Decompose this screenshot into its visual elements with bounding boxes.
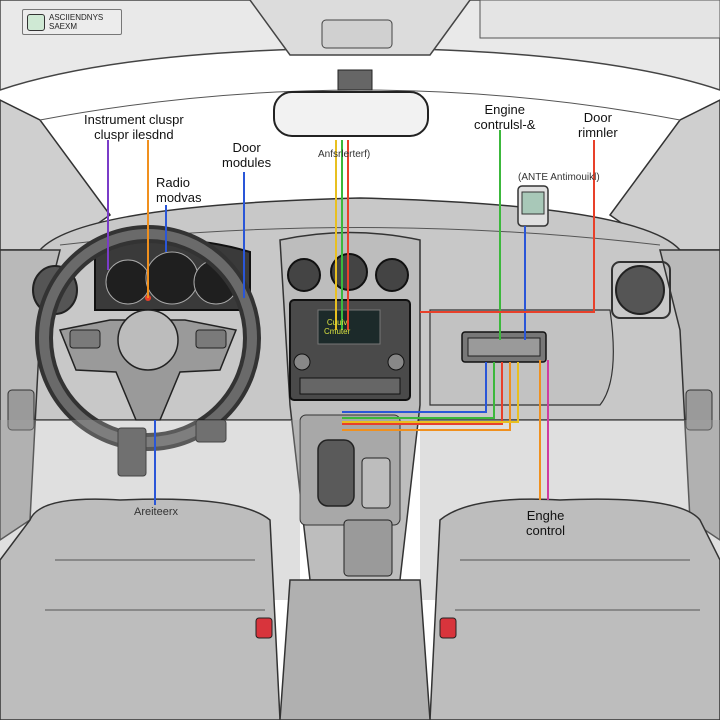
screen-text: Cuuiv Cmuter — [324, 318, 350, 336]
label-line: modvas — [156, 190, 202, 205]
label-engine-control-bottom: Enghe control — [526, 508, 565, 538]
label-line: Radio — [156, 175, 190, 190]
label-antenna-top: Anfsrlerterf) — [318, 149, 371, 160]
rearview-mirror — [273, 91, 429, 137]
right-vent — [615, 265, 665, 315]
center-armrest — [279, 579, 431, 720]
label-line: Door — [232, 140, 261, 155]
label-antenna-bottom: Areiteerx — [134, 506, 179, 518]
label-line: contrulsl-& — [474, 117, 536, 132]
screen-line: Cuuiv — [326, 318, 348, 327]
label-line: cluspr ilesdnd — [94, 127, 174, 142]
label-line: modules — [222, 155, 272, 170]
label-door-module-right: Door rimnler — [578, 110, 618, 140]
label-antenna-module: (ANTE Antimouikl) — [518, 172, 600, 183]
label-engine-controls: Engine contrulsl-& — [474, 102, 535, 132]
label-instrument-cluster: Instrument clusрr cluspr ilesdnd — [84, 112, 184, 142]
badge-line-1: ASCIIENDNYS — [49, 13, 104, 22]
label-radio-modules: Radio modvas — [156, 175, 202, 205]
label-line: Engine — [484, 102, 525, 117]
label-line: Enghe — [526, 508, 565, 523]
gear-shifter — [317, 439, 355, 507]
label-door-modules: Door modules — [222, 140, 271, 170]
screen-line: Cmuter — [324, 327, 351, 336]
callout-wires — [107, 130, 595, 505]
label-line: rimnler — [578, 125, 618, 140]
logo-badge: ASCIIENDNYS SAEXM — [22, 9, 122, 35]
label-line: Door — [583, 110, 612, 125]
badge-line-2: SAEXM — [49, 22, 78, 31]
logo-icon — [27, 14, 45, 31]
label-line: control — [526, 523, 566, 538]
label-line: Instrument clusрr — [84, 112, 184, 127]
